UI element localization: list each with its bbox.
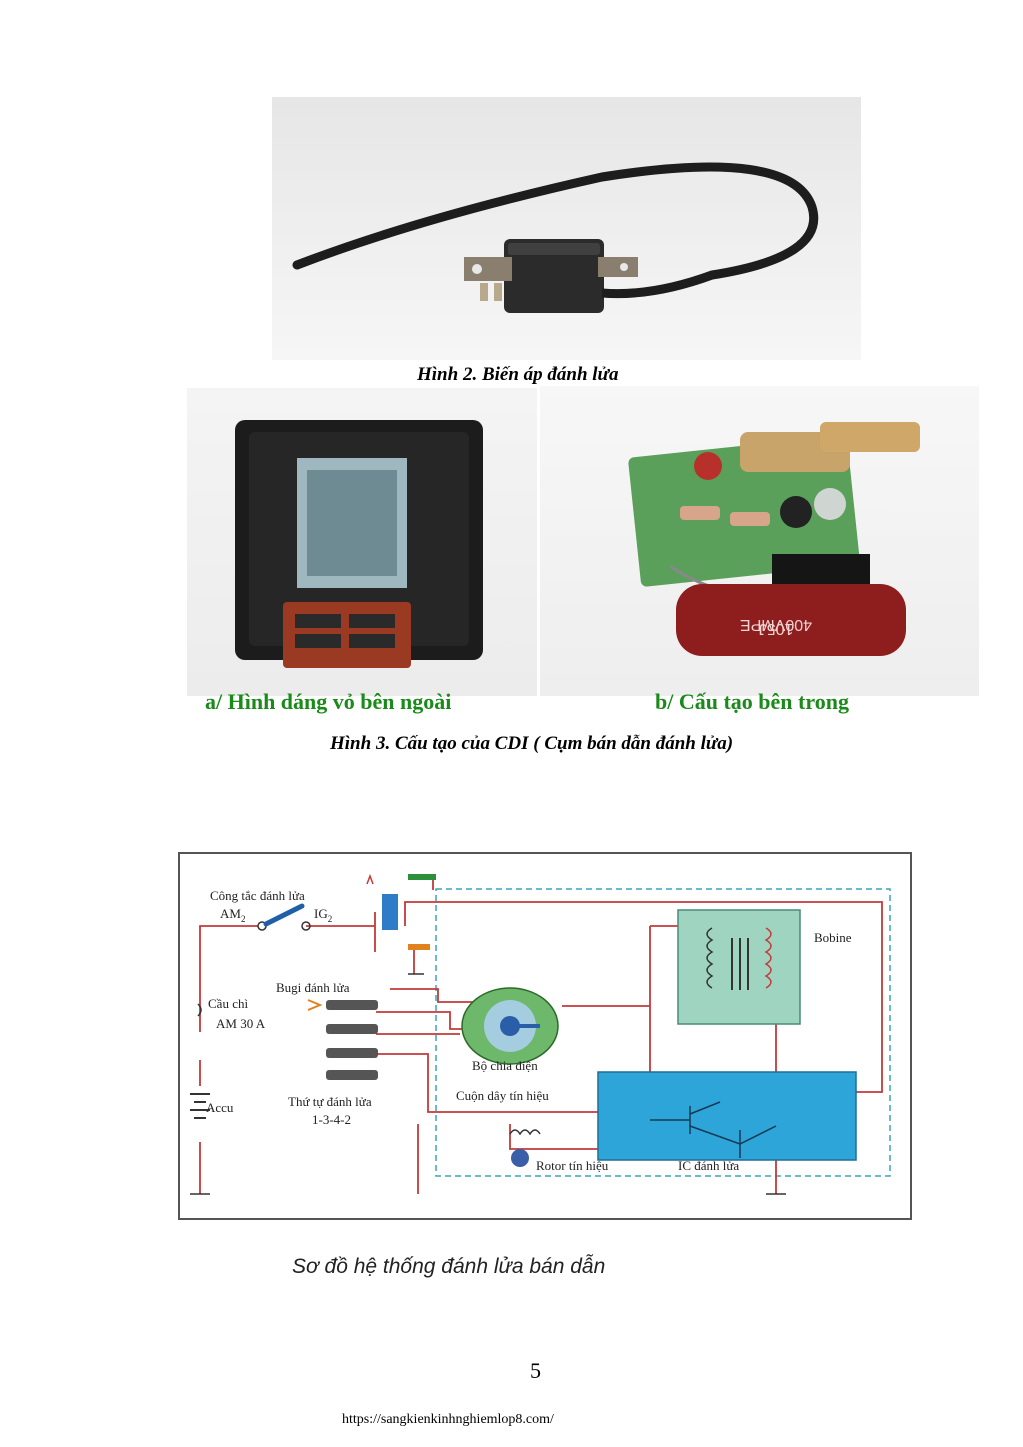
- cdi-internal-illustration: 105J 400VMPE: [628, 422, 920, 656]
- spark-plug-icons: [307, 999, 378, 1080]
- battery-icon: [190, 1093, 210, 1119]
- figure-3b-caption: b/ Cấu tạo bên trong: [655, 689, 849, 714]
- label-signal-rotor: Rotor tín hiệu: [536, 1158, 609, 1173]
- bobine-icon: [677, 909, 801, 1025]
- signal-rotor-icon: [511, 1149, 529, 1167]
- label-ignition-switch: Công tắc đánh lửa: [210, 888, 305, 903]
- page-number: 5: [530, 1358, 541, 1383]
- label-signal-coil: Cuộn dây tín hiệu: [456, 1088, 549, 1103]
- footer-url[interactable]: https://sangkienkinhnghiemlop8.com/: [342, 1412, 554, 1427]
- label-spark-plug: Bugi đánh lửa: [276, 980, 350, 995]
- switch-lever-icon: [263, 903, 305, 927]
- cdi-outer-casing-photo: [187, 388, 537, 696]
- figure-3a-caption: a/ Hình dáng vỏ bên ngoài: [205, 689, 452, 714]
- ignition-circuit-diagram: Công tắc đánh lửa AM2 IG2 Cầu chì AM 30 …: [178, 852, 912, 1220]
- label-battery: Accu: [206, 1100, 234, 1115]
- label-fuse-line1: Cầu chì: [208, 996, 248, 1011]
- ignition-coil-photo: [272, 97, 861, 360]
- fuse-icon: [197, 1003, 202, 1017]
- relay-icon: [382, 894, 398, 930]
- figure-2-caption: Hình 2. Biến áp đánh lửa: [417, 364, 619, 385]
- label-fuse-line2: AM 30 A: [216, 1016, 266, 1031]
- label-firing-order-line1: Thứ tự đánh lửa: [288, 1094, 372, 1109]
- label-ig2: IG2: [314, 906, 332, 924]
- capacitor-marking-1: 105J: [759, 620, 794, 637]
- distributor-icon: [461, 987, 559, 1065]
- label-am2: AM2: [220, 906, 245, 924]
- cdi-casing-illustration: [235, 420, 483, 668]
- diagram-caption: Sơ đồ hệ thống đánh lửa bán dẫn: [292, 1255, 606, 1278]
- cdi-internal-photo: 105J 400VMPE: [540, 386, 979, 696]
- capacitor-marking-2: 400VMPE: [740, 616, 812, 633]
- figure-3-caption: Hình 3. Cấu tạo của CDI ( Cụm bán dẫn đá…: [330, 733, 734, 754]
- ignition-coil-illustration: [292, 162, 819, 313]
- label-ic: IC đánh lửa: [678, 1158, 739, 1173]
- label-firing-order-line2: 1-3-4-2: [312, 1112, 351, 1127]
- circuit-schematic: Công tắc đánh lửa AM2 IG2 Cầu chì AM 30 …: [190, 873, 891, 1195]
- ic-module-icon: [597, 1071, 857, 1161]
- label-bobine: Bobine: [814, 930, 852, 945]
- signal-coil-icon: [509, 1129, 541, 1136]
- label-distributor: Bộ chia điện: [472, 1058, 538, 1073]
